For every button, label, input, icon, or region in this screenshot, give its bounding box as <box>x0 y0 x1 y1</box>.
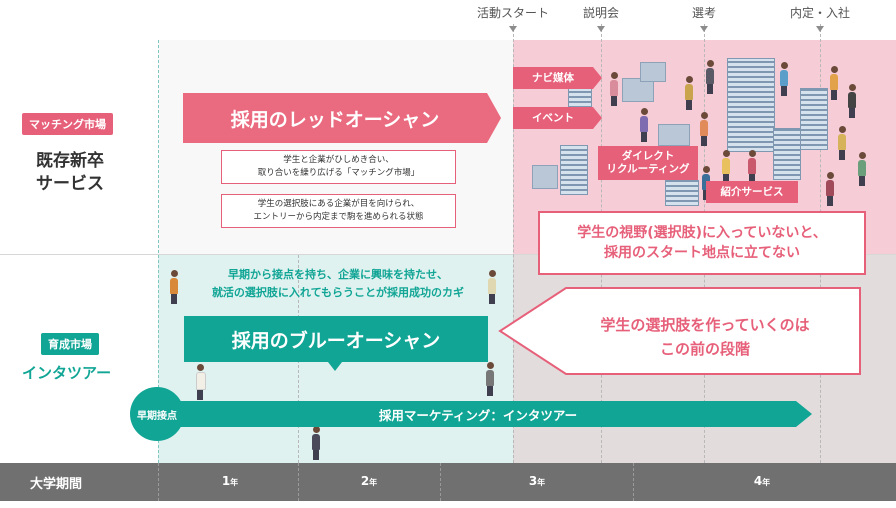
building-illustration <box>727 58 775 152</box>
blue-ocean-banner: 採用のブルーオーシャン <box>184 316 488 362</box>
marketing-bar-tip <box>796 401 812 427</box>
matching-note-2: 学生の選択肢にある企業が目を向けられ、 エントリーから内定まで駒を進められる状態 <box>221 194 456 228</box>
matching-note-2-line1: 学生の選択肢にある企業が目を向けられ、 <box>222 198 455 211</box>
existing-service-line1: 既存新卒 <box>22 150 118 173</box>
matching-market-tag: マッチング市場 <box>22 113 113 135</box>
start-line-message-line2: 採用のスタート地点に立てない <box>540 243 864 263</box>
existing-service-line2: サービス <box>22 173 118 196</box>
milestone-selection: 選考 <box>692 4 716 21</box>
person-illustration <box>488 270 496 304</box>
year-3-unit: 年 <box>537 478 545 487</box>
year-1-unit: 年 <box>230 478 238 487</box>
guide-line-activity-start <box>513 24 514 463</box>
person-illustration <box>700 112 708 146</box>
person-illustration <box>706 60 714 94</box>
channel-tip <box>593 107 602 129</box>
year-2-label: 2年 <box>361 474 377 488</box>
existing-service-title: 既存新卒 サービス <box>22 150 118 196</box>
early-contact-circle: 早期接点 <box>130 387 184 441</box>
milestone-marker <box>509 26 517 32</box>
milestone-activity-start: 活動スタート <box>477 4 549 21</box>
person-illustration <box>312 426 320 460</box>
person-illustration <box>610 72 618 106</box>
year-3-label: 3年 <box>529 474 545 488</box>
year-separator <box>298 463 299 501</box>
building-illustration <box>665 180 699 206</box>
matching-note-1-line1: 学生と企業がひしめき合い、 <box>222 154 455 167</box>
year-1-label: 1年 <box>222 474 238 488</box>
person-illustration <box>486 362 494 396</box>
building-illustration <box>560 145 588 195</box>
year-separator <box>440 463 441 501</box>
matching-note-1-line2: 取り合いを繰り広げる「マッチング市場」 <box>222 167 455 180</box>
building-illustration <box>800 88 828 150</box>
person-illustration <box>748 150 756 184</box>
building-illustration <box>640 62 666 82</box>
person-illustration <box>170 270 178 304</box>
marketing-intatour-bar: 採用マーケティング：インタツアー <box>160 401 796 427</box>
nurture-key-note: 早期から接点を持ち、企業に興味を持たせ、 就活の選択肢に入れてもらうことが採用成… <box>188 266 488 302</box>
start-line-message-line1: 学生の視野(選択肢)に入っていないと、 <box>540 223 864 243</box>
person-illustration <box>858 152 866 186</box>
nurture-key-note-line1: 早期から接点を持ち、企業に興味を持たせ、 <box>188 266 488 284</box>
person-illustration <box>826 172 834 206</box>
person-illustration <box>838 126 846 160</box>
channel-direct-recruiting: ダイレクト リクルーティング <box>598 146 698 180</box>
building-illustration <box>773 128 801 180</box>
nurture-key-note-line2: 就活の選択肢に入れてもらうことが採用成功のカギ <box>188 284 488 302</box>
choice-making-text: 学生の選択肢を作っていくのは この前の段階 <box>560 313 850 361</box>
person-illustration <box>196 364 204 400</box>
year-separator <box>158 463 159 501</box>
nurture-market-tag: 育成市場 <box>41 333 99 355</box>
person-illustration <box>685 76 693 110</box>
matching-note-2-line2: エントリーから内定まで駒を進められる状態 <box>222 211 455 224</box>
blue-ocean-pointer <box>328 362 342 371</box>
person-illustration <box>780 62 788 96</box>
person-illustration <box>722 150 730 184</box>
start-line-message-box: 学生の視野(選択肢)に入っていないと、 採用のスタート地点に立てない <box>538 211 866 275</box>
milestone-marker <box>816 26 824 32</box>
person-illustration <box>830 66 838 100</box>
channel-tip <box>593 67 602 89</box>
matching-note-1: 学生と企業がひしめき合い、 取り合いを繰り広げる「マッチング市場」 <box>221 150 456 184</box>
milestone-briefing: 説明会 <box>583 4 619 21</box>
milestone-offer: 内定・入社 <box>790 4 850 21</box>
year-4-unit: 年 <box>762 478 770 487</box>
channel-navi-media: ナビ媒体 <box>513 67 593 89</box>
red-ocean-arrow-tip <box>487 93 501 143</box>
channel-event: イベント <box>513 107 593 129</box>
person-illustration <box>640 108 648 142</box>
red-ocean-banner: 採用のレッドオーシャン <box>183 93 487 143</box>
year-4-label: 4年 <box>754 474 770 488</box>
university-period-label: 大学期間 <box>30 473 82 492</box>
person-illustration <box>848 84 856 118</box>
building-illustration <box>532 165 558 189</box>
year-2-unit: 年 <box>369 478 377 487</box>
building-illustration <box>658 124 690 146</box>
choice-making-line2: この前の段階 <box>560 337 850 361</box>
choice-making-line1: 学生の選択肢を作っていくのは <box>560 313 850 337</box>
milestone-marker <box>597 26 605 32</box>
milestone-marker <box>700 26 708 32</box>
intatour-title: インタツアー <box>22 362 111 383</box>
channel-referral-service: 紹介サービス <box>706 181 798 203</box>
year-separator <box>633 463 634 501</box>
